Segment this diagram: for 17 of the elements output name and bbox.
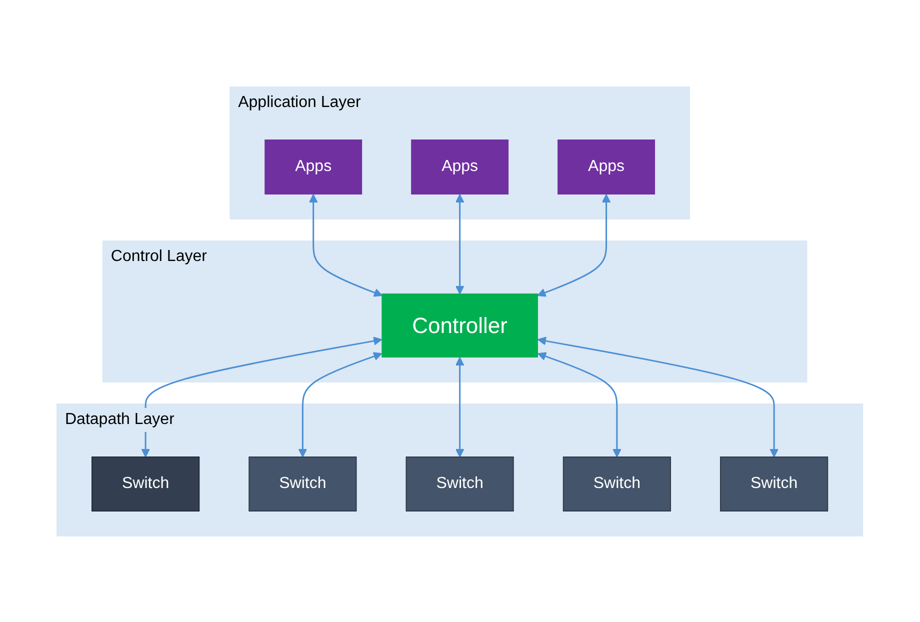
node-box: Apps xyxy=(558,139,656,194)
node-box: Controller xyxy=(382,293,538,357)
arrow xyxy=(538,336,779,457)
arrow xyxy=(538,352,622,457)
node-box: Switch xyxy=(92,456,200,511)
node-box: Apps xyxy=(264,139,362,194)
arrow xyxy=(456,194,464,294)
arrow xyxy=(456,356,464,457)
node-box: Switch xyxy=(563,456,672,511)
arrow xyxy=(298,352,382,457)
arrow xyxy=(537,194,611,296)
node-box: Switch xyxy=(406,456,514,511)
node-box: Switch xyxy=(720,456,828,511)
node-box: Apps xyxy=(411,139,509,194)
arrow xyxy=(141,336,382,457)
arrow xyxy=(309,194,383,296)
node-box: Switch xyxy=(248,456,357,511)
